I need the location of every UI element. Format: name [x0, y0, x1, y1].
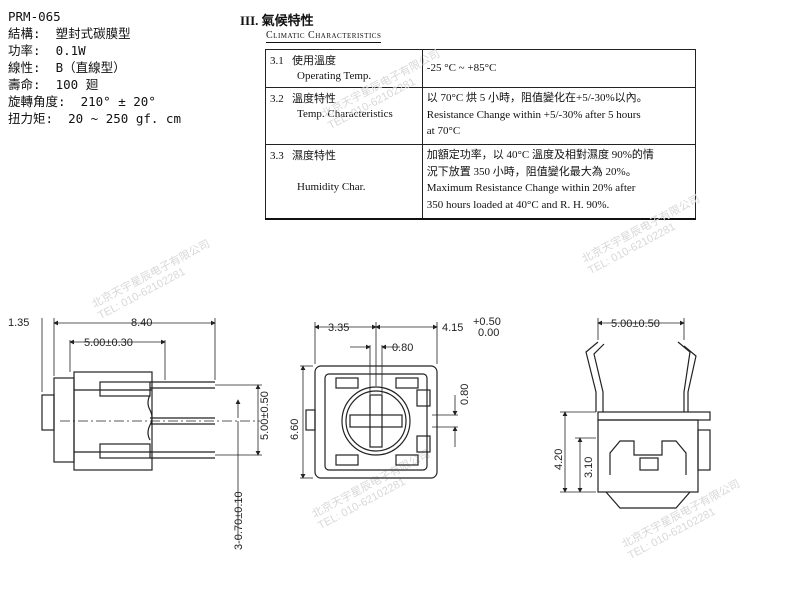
- spec-label: 功率:: [8, 43, 41, 58]
- row-number: 3.2: [270, 93, 284, 105]
- row-desc-en: at 70°C: [426, 125, 461, 137]
- spec-value: 210° ± 20°: [80, 94, 156, 109]
- spec-power: 功率: 0.1W: [8, 42, 181, 59]
- spec-label: 結構:: [8, 26, 41, 41]
- spec-life: 壽命: 100 廻: [8, 76, 181, 93]
- row-name-en: Operating Temp.: [297, 70, 372, 82]
- spec-value: 20 ~ 250 gf. cm: [68, 111, 181, 126]
- dim-label: +0.50: [473, 316, 501, 328]
- spec-label: 線性:: [8, 60, 41, 75]
- spec-value: 塑封式碳膜型: [55, 26, 131, 41]
- row-desc-cn: 加額定功率，以 40°C 溫度及相對濕度 90%的情: [426, 149, 654, 161]
- dim-label: 0.00: [478, 327, 499, 339]
- spec-label: 壽命:: [8, 77, 41, 92]
- spec-rotation: 旋轉角度: 210° ± 20°: [8, 93, 181, 110]
- row-number: 3.3: [270, 150, 284, 162]
- dim-label: 3.35: [328, 322, 349, 334]
- spec-taper: 線性: B（直線型）: [8, 59, 181, 76]
- row-name-cn: 濕度特性: [292, 150, 336, 162]
- row-name-en: Humidity Char.: [297, 181, 366, 193]
- row-desc-en: 350 hours loaded at 40°C and R. H. 90%.: [426, 198, 610, 211]
- mechanical-drawings: 1.35 8.40 5.00±0.30 5.00±0.50 3-0.70±0.1…: [8, 316, 711, 550]
- model-number: PRM-065: [8, 9, 61, 24]
- table-cell: 3.1 使用溫度 Operating Temp.: [265, 49, 423, 88]
- dim-label: 0.80: [392, 342, 413, 354]
- dim-label: 3.10: [583, 457, 595, 478]
- climatic-table: 3.1 使用溫度 Operating Temp. -25 °C ~ +85°C 3…: [265, 49, 697, 220]
- dim-label: 3-0.70±0.10: [233, 491, 245, 550]
- bottom-view-drawing: [585, 341, 711, 509]
- table-cell: 3.2 溫度特性 Temp. Characteristics: [265, 87, 423, 145]
- dim-label: 0.80: [459, 384, 471, 405]
- dim-label: 8.40: [131, 317, 152, 329]
- row-name-cn: 溫度特性: [292, 93, 336, 105]
- table-cell: -25 °C ~ +85°C: [421, 49, 697, 88]
- row-number: 3.1: [270, 55, 284, 67]
- spec-value: 100 廻: [55, 77, 99, 92]
- row-desc-cn: 以 70°C 烘 5 小時，阻值變化在+5/-30%以內。: [426, 92, 648, 104]
- dim-label: 1.35: [8, 317, 29, 329]
- table-cell: 以 70°C 烘 5 小時，阻值變化在+5/-30%以內。 Resistance…: [421, 87, 697, 145]
- row-desc-cn: 況下放置 350 小時，阻值變化最大為 20%。: [426, 165, 637, 178]
- section-subtitle: Climatic Characteristics: [266, 30, 382, 43]
- spec-value: B（直線型）: [55, 60, 126, 75]
- dim-label: 4.20: [553, 449, 565, 470]
- row-desc-en: Maximum Resistance Change within 20% aft…: [426, 182, 636, 194]
- spec-list: PRM-065 結構: 塑封式碳膜型 功率: 0.1W 線性: B（直線型） 壽…: [8, 8, 181, 127]
- table-row: 3.1 使用溫度 Operating Temp. -25 °C ~ +85°C: [265, 49, 697, 88]
- row-name-en: Temp. Characteristics: [297, 108, 393, 120]
- row-desc: -25 °C ~ +85°C: [426, 62, 497, 75]
- dim-label: 5.00±0.50: [259, 391, 271, 440]
- table-cell: 加額定功率，以 40°C 溫度及相對濕度 90%的情 況下放置 350 小時，阻…: [421, 144, 697, 220]
- spec-value: 0.1W: [55, 43, 86, 58]
- table-row: 3.2 溫度特性 Temp. Characteristics 以 70°C 烘 5…: [265, 87, 697, 145]
- spec-structure: 結構: 塑封式碳膜型: [8, 25, 181, 42]
- dim-label: 5.00±0.30: [84, 337, 133, 349]
- row-desc-en: Resistance Change within +5/-30% after 5…: [426, 108, 641, 121]
- spec-torque: 扭力矩: 20 ~ 250 gf. cm: [8, 110, 181, 127]
- table-cell: 3.3 濕度特性 Humidity Char.: [265, 144, 423, 220]
- side-view-drawing: [41, 371, 260, 471]
- table-row: 3.3 濕度特性 Humidity Char. 加額定功率，以 40°C 溫度及相…: [265, 144, 697, 220]
- spec-label: 扭力矩:: [8, 111, 54, 126]
- section-title: III. 氣候特性: [240, 13, 314, 28]
- dim-label: 5.00±0.50: [611, 318, 660, 330]
- dim-label: 4.15: [442, 322, 463, 334]
- row-name-cn: 使用溫度: [292, 55, 336, 67]
- spec-label: 旋轉角度:: [8, 94, 66, 109]
- dim-label: 6.60: [289, 419, 301, 440]
- front-view-drawing: [305, 365, 438, 479]
